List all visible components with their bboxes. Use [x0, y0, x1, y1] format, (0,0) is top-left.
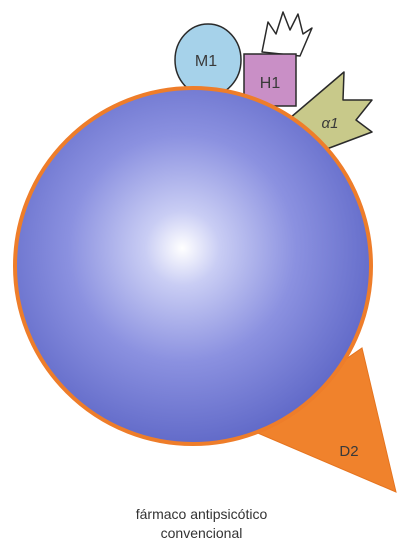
m1-receptor: M1	[175, 24, 241, 96]
d2-label: D2	[339, 443, 358, 460]
m1-label: M1	[195, 53, 217, 70]
h1-receptor: H1	[244, 12, 312, 106]
alpha1-label: α1	[322, 115, 339, 132]
h1-prongs-shape	[262, 12, 312, 56]
caption-line-1: fármaco antipsicótico	[0, 505, 403, 524]
caption-line-2: convencional	[0, 524, 403, 543]
drug-sphere	[15, 88, 371, 444]
h1-label: H1	[260, 75, 281, 92]
diagram-caption: fármaco antipsicótico convencional	[0, 505, 403, 543]
